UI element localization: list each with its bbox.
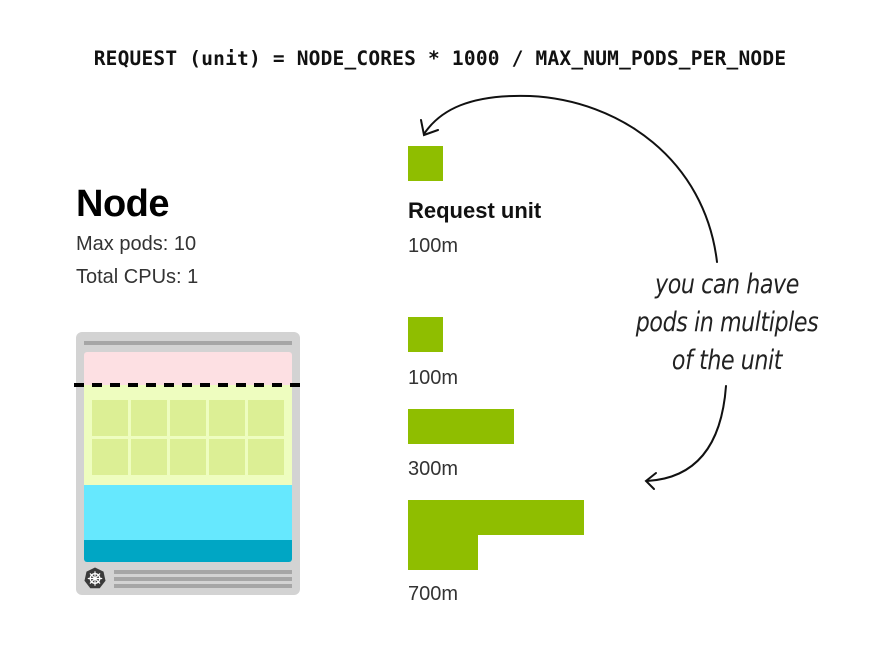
example-block-7-units-top (408, 500, 584, 535)
pod-slot (92, 438, 128, 475)
os-layer (84, 540, 292, 562)
reserved-boundary-dashed-line (74, 383, 302, 387)
formula-text: REQUEST (unit) = NODE_CORES * 1000 / MAX… (93, 47, 787, 70)
pod-slot (169, 400, 206, 436)
annotation-text: you can have pods in multiples of the un… (633, 266, 822, 380)
node-footer-line (114, 584, 292, 588)
example-block-1-unit (408, 317, 443, 352)
node-diagram (76, 332, 300, 595)
pod-slot (130, 438, 167, 475)
pod-slot (208, 400, 245, 436)
node-header-bar (84, 341, 292, 345)
reserved-layer (84, 352, 292, 385)
kubernetes-helm-icon (84, 567, 106, 589)
example-label: 300m (408, 458, 459, 480)
pod-slot (169, 438, 206, 475)
node-footer-line (114, 570, 292, 574)
node-max-pods: Max pods: 10 (76, 233, 197, 255)
request-unit-block (408, 146, 443, 181)
node-resources (84, 352, 292, 562)
node-total-cpus: Total CPUs: 1 (76, 266, 199, 288)
annotation-line: you can have (655, 269, 799, 300)
example-label: 100m (408, 367, 459, 389)
node-footer-line (114, 577, 292, 581)
example-block-3-units (408, 409, 514, 444)
allocatable-layer (84, 385, 292, 485)
node-title: Node (76, 183, 170, 225)
request-unit-value: 100m (408, 235, 459, 257)
example-block-7-units-bottom (408, 535, 478, 570)
system-layer (84, 485, 292, 540)
pod-grid (92, 400, 284, 475)
request-unit-title: Request unit (408, 198, 542, 223)
annotation-line: pods in multiples (635, 307, 819, 338)
pod-slot (208, 438, 245, 475)
pod-slot (130, 400, 167, 436)
arrow-to-examples (644, 385, 727, 490)
annotation-line: of the unit (671, 345, 783, 376)
example-label: 700m (408, 583, 459, 605)
arrow-to-request-unit (420, 94, 718, 263)
pod-slot (92, 400, 128, 436)
pod-slot (247, 400, 284, 436)
pod-slot (247, 438, 284, 475)
